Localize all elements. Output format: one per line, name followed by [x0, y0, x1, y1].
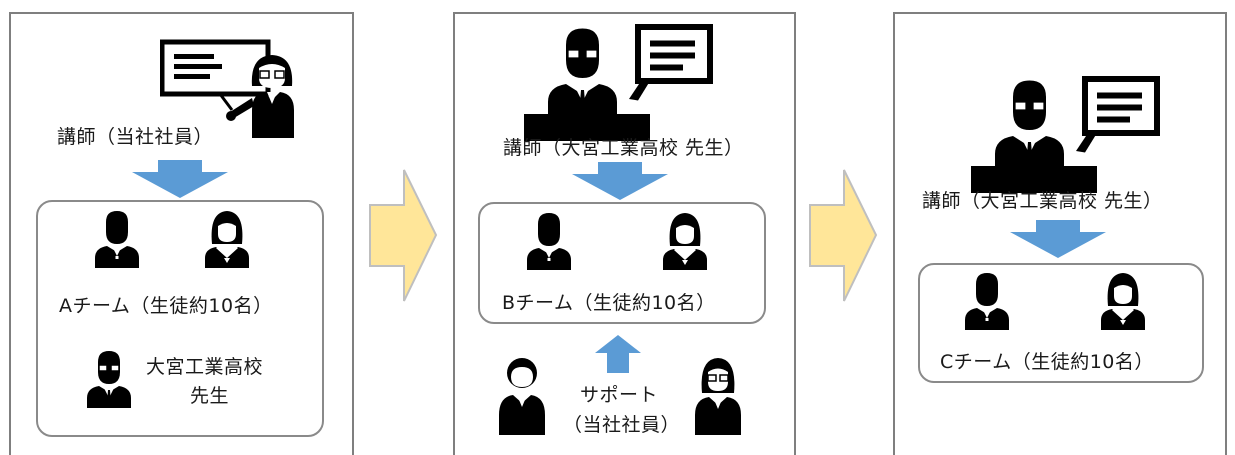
down-arrow-icon [132, 160, 228, 198]
down-arrow-icon [572, 162, 668, 200]
supporter-female-icon [693, 355, 743, 435]
supporter-male-icon [497, 355, 547, 435]
male-lecturer-podium-icon [521, 24, 716, 144]
support-label-line2: （当社社員） [563, 414, 681, 436]
female-student-icon [1098, 270, 1148, 330]
stage-1-instructor-label: 講師（当社社員） [57, 126, 214, 148]
team-a-box [36, 200, 324, 437]
female-student-icon [202, 208, 252, 268]
male-student-icon [92, 208, 142, 268]
team-c-label: Cチーム（生徒約10名） [940, 351, 1154, 373]
stage-3-instructor-label: 講師（大宮工業高校 先生） [922, 190, 1163, 212]
up-arrow-icon [595, 335, 641, 373]
stage-arrow-1 [368, 168, 438, 303]
stage-2-instructor-label: 講師（大宮工業高校 先生） [503, 137, 744, 159]
male-student-icon [524, 210, 574, 270]
team-a-label: Aチーム（生徒約10名） [59, 295, 273, 317]
school-teacher-line2: 先生 [190, 385, 230, 407]
male-lecturer-podium-icon [968, 76, 1163, 196]
team-b-box [478, 202, 766, 324]
support-label-line1: サポート [580, 384, 659, 406]
team-b-label: Bチーム（生徒約10名） [502, 292, 716, 314]
school-teacher-line1: 大宮工業高校 [146, 356, 264, 378]
female-student-icon [660, 210, 710, 270]
down-arrow-icon [1010, 220, 1106, 258]
male-student-icon [962, 270, 1012, 330]
stage-arrow-2 [808, 168, 878, 303]
male-teacher-icon [84, 348, 134, 408]
